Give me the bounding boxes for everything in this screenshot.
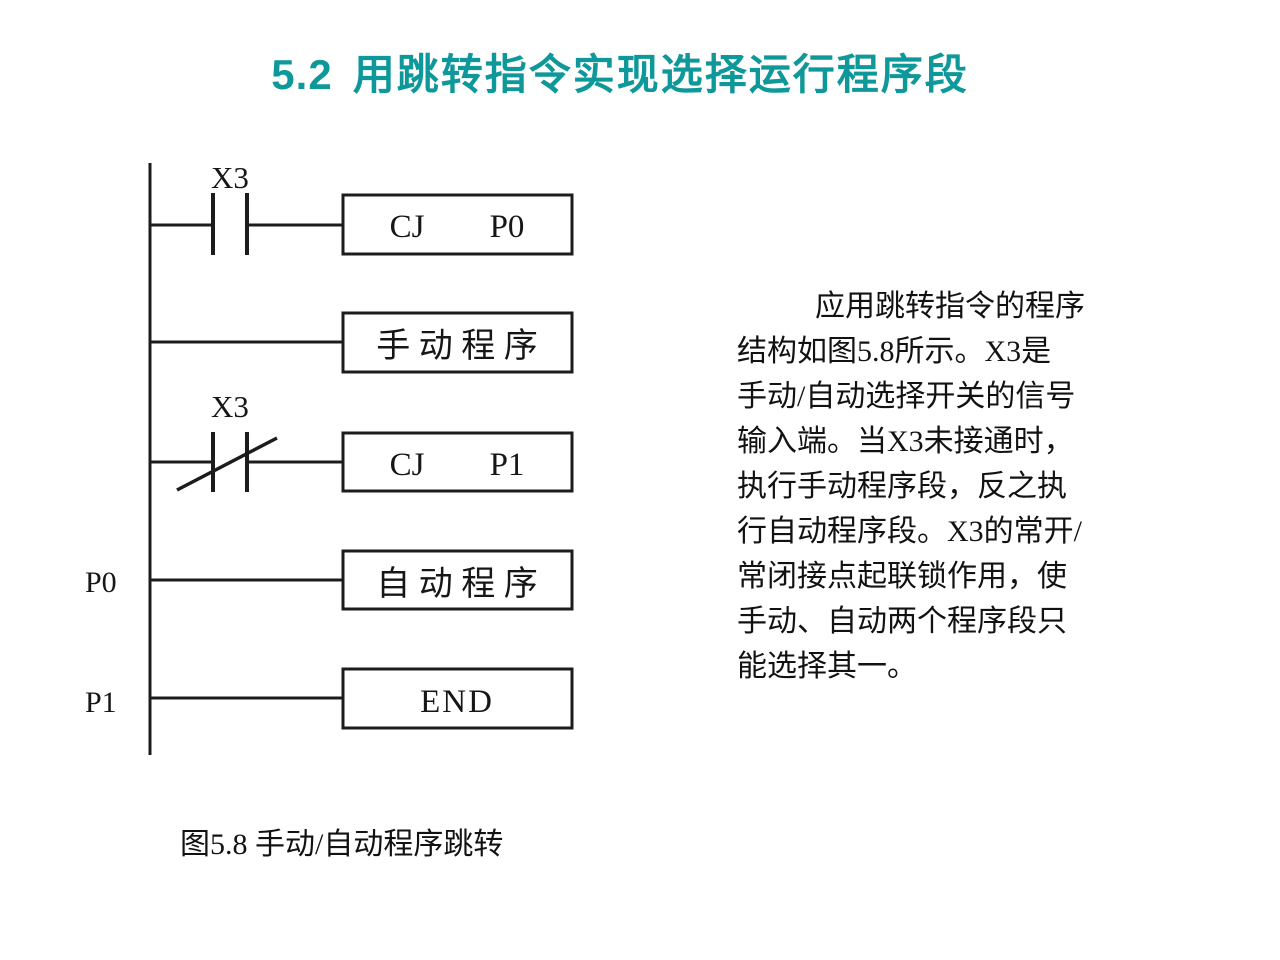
description-line: 执行手动程序段，反之执 <box>737 470 1067 503</box>
figure-caption: 图5.8 手动/自动程序跳转 <box>180 828 504 861</box>
slide-title: 5.2 用跳转指令实现选择运行程序段 <box>0 50 1240 100</box>
description-line: 输入端。当X3未接通时， <box>737 425 1074 458</box>
description-line: 应用跳转指令的程序 <box>815 290 1085 323</box>
cj-p0-operand-label: P0 <box>490 209 525 245</box>
description-line: 能选择其一。 <box>737 650 917 683</box>
contact-label-x3-no: X3 <box>211 160 249 195</box>
description-text: 应用跳转指令的程序 结构如图5.8所示。X3是 手动/自动选择开关的信号 输入端… <box>737 284 1187 689</box>
manual-program-label: 手 动 程 序 <box>376 327 538 365</box>
description-line: 行自动程序段。X3的常开/ <box>737 515 1082 548</box>
cj-p1-op-label: CJ <box>390 447 425 483</box>
end-box <box>341 667 574 730</box>
auto-program-box <box>341 549 574 611</box>
contact-nc-slash <box>176 436 278 492</box>
description-line: 手动/自动选择开关的信号 <box>737 380 1076 413</box>
title-section-number: 5.2 <box>271 51 333 98</box>
ladder-diagram: X3 CJ P0 手 动 程 序 X3 CJ P1 P0 自 动 程 序 P1 … <box>85 160 574 755</box>
description-line: 手动、自动两个程序段只 <box>737 605 1067 638</box>
jump-target-p1-label: P1 <box>85 686 117 719</box>
cj-p1-operand-label: P1 <box>490 447 525 483</box>
description-line: 常闭接点起联锁作用，使 <box>737 560 1067 593</box>
manual-program-box <box>341 311 574 374</box>
instruction-box-cj-p0 <box>341 193 574 256</box>
auto-program-label: 自 动 程 序 <box>376 565 538 603</box>
cj-p0-op-label: CJ <box>390 209 425 245</box>
description-line: 结构如图5.8所示。X3是 <box>737 335 1052 368</box>
end-label: END <box>420 684 494 720</box>
jump-target-p0-label: P0 <box>85 566 117 599</box>
contact-label-x3-nc: X3 <box>211 389 249 424</box>
instruction-box-cj-p1 <box>341 431 574 493</box>
title-text: 用跳转指令实现选择运行程序段 <box>352 51 969 98</box>
